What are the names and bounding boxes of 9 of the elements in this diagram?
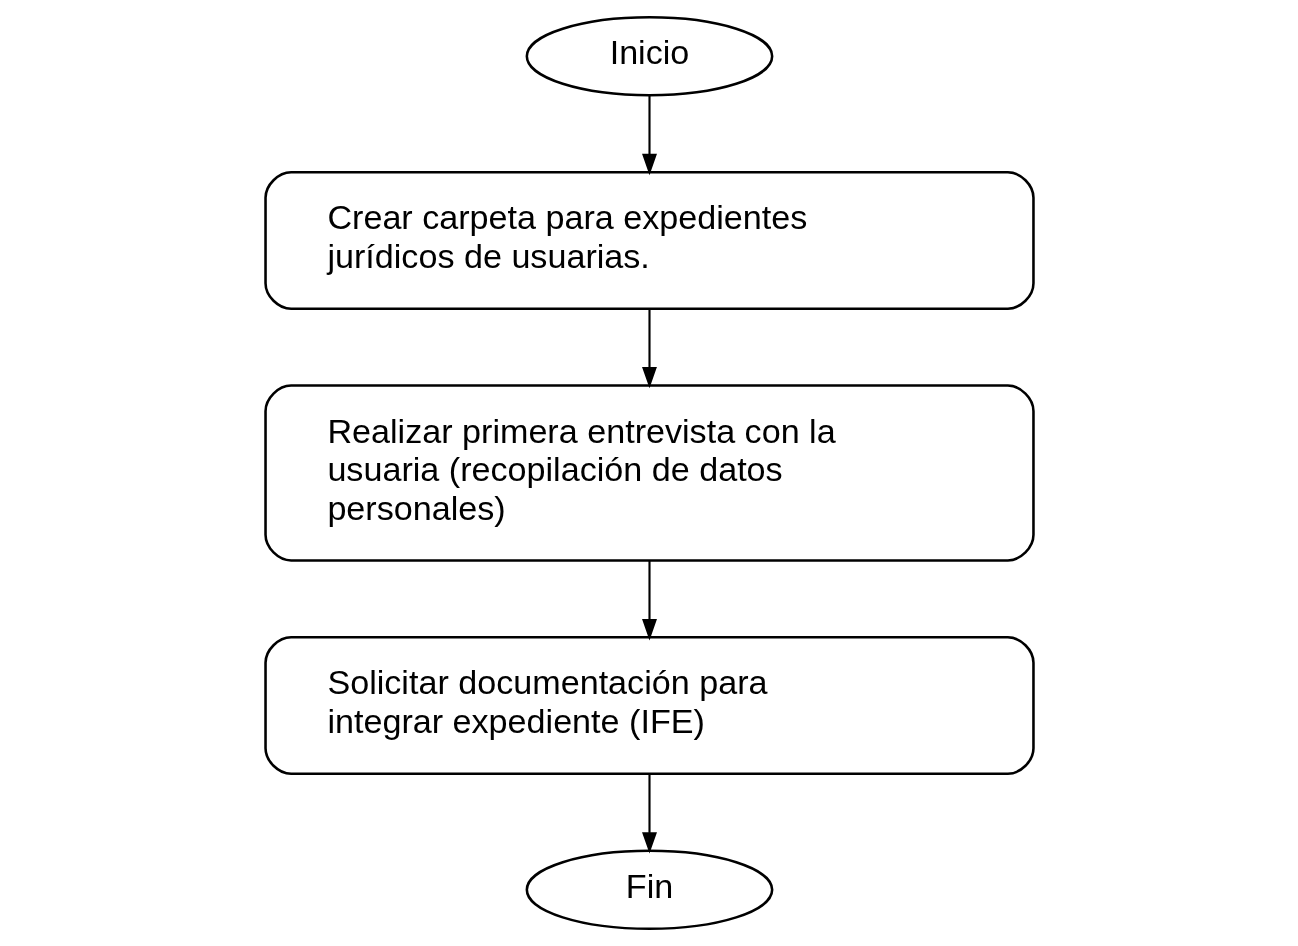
- node-box: Realizar primera entrevista con la usuaria (recopilación de datos personales): [263, 384, 1035, 562]
- node-ellipse: Fin: [525, 849, 773, 931]
- arrow: [641, 774, 657, 854]
- arrow: [641, 560, 657, 641]
- node-box: Solicitar documentación para integrar expediente (IFE): [263, 635, 1035, 776]
- node-box: Crear carpeta para expedientes jurídicos de usuarias.: [263, 170, 1035, 311]
- arrow: [641, 95, 657, 176]
- node-ellipse: Inicio: [525, 15, 773, 97]
- arrow: [641, 309, 657, 389]
